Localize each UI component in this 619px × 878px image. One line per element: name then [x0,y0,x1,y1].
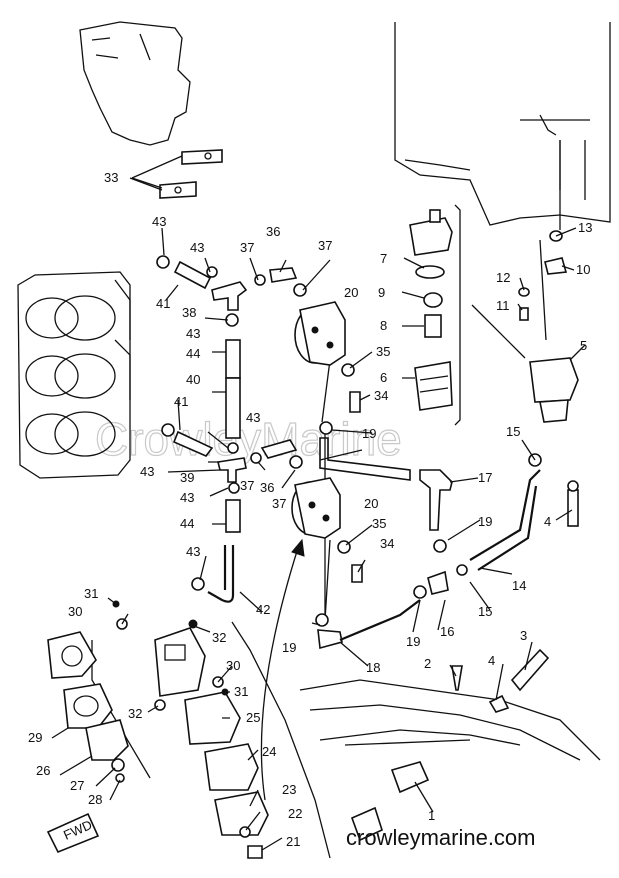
callout-3: 3 [520,628,527,643]
callout-32a: 32 [212,630,226,645]
callout-22: 22 [288,806,302,821]
callout-38: 38 [182,305,196,320]
callout-28: 28 [88,792,102,807]
callout-21: 21 [286,834,300,849]
callout-43f: 43 [180,490,194,505]
flow-arrow [260,538,305,801]
callout-19a: 19 [362,426,376,441]
callout-43d: 43 [246,410,260,425]
callout-20b: 20 [364,496,378,511]
callout-34b: 34 [380,536,394,551]
callout-10: 10 [576,262,590,277]
callout-37a: 37 [240,240,254,255]
callout-43g: 43 [186,544,200,559]
callout-34a: 34 [374,388,388,403]
callout-44b: 44 [180,516,194,531]
callout-44a: 44 [186,346,200,361]
callout-37b: 37 [318,238,332,253]
callout-19d: 19 [406,634,420,649]
callout-1: 1 [428,808,435,823]
watermark: CrowleyMarine [95,413,402,465]
fuel-filter-assembly [409,209,579,423]
callout-19c: 19 [282,640,296,655]
callout-8: 8 [380,318,387,333]
callout-16: 16 [440,624,454,639]
callout-19b: 19 [478,514,492,529]
gasket [131,149,223,199]
callout-41a: 41 [156,296,170,311]
callout-37c: 37 [240,478,254,493]
pump-parts-lower [47,600,269,859]
callout-14: 14 [512,578,526,593]
callout-33: 33 [104,170,118,185]
callout-36b: 36 [260,480,274,495]
callout-27: 27 [70,778,84,793]
callout-17: 17 [478,470,492,485]
callout-42: 42 [256,602,270,617]
callout-9: 9 [378,285,385,300]
callout-29: 29 [28,730,42,745]
lower-unit-outline [299,679,601,761]
cylinder-block [17,271,131,479]
callout-30a: 30 [68,604,82,619]
callout-4b: 4 [488,653,495,668]
callout-36a: 36 [266,224,280,239]
site-url: crowleymarine.com [346,825,536,850]
callout-5: 5 [580,338,587,353]
callout-35b: 35 [372,516,386,531]
callout-24: 24 [262,744,276,759]
callout-43b: 43 [190,240,204,255]
callout-2: 2 [424,656,431,671]
callout-4a: 4 [544,514,551,529]
leader-lines [51,177,586,851]
powerhead-outline [79,21,191,146]
fwd-marker: FWD [46,812,100,854]
fuel-pump-upper [294,301,346,366]
callout-40: 40 [186,372,200,387]
callout-32b: 32 [128,706,142,721]
fittings [156,255,579,842]
callout-43e: 43 [140,464,154,479]
callout-23: 23 [282,782,296,797]
callout-12: 12 [496,270,510,285]
hoses [172,260,579,692]
callout-41b: 41 [174,394,188,409]
fuel-pump-lower [291,477,341,539]
callout-18: 18 [366,660,380,675]
callout-7: 7 [380,251,387,266]
callout-6: 6 [380,370,387,385]
callout-20a: 20 [344,285,358,300]
callout-31a: 31 [84,586,98,601]
callout-26: 26 [36,763,50,778]
callout-15b: 15 [478,604,492,619]
cowling-outline [394,22,611,226]
callout-39: 39 [180,470,194,485]
callout-15a: 15 [506,424,520,439]
callout-11: 11 [496,298,510,313]
callout-labels: 1 2 3 4 4 5 6 7 8 9 10 11 12 13 14 15 15… [28,170,592,849]
callout-30b: 30 [226,658,240,673]
callout-37d: 37 [272,496,286,511]
callout-31b: 31 [234,684,248,699]
callout-13: 13 [578,220,592,235]
callout-35a: 35 [376,344,390,359]
callout-25: 25 [246,710,260,725]
callout-43c: 43 [186,326,200,341]
callout-43a: 43 [152,214,166,229]
